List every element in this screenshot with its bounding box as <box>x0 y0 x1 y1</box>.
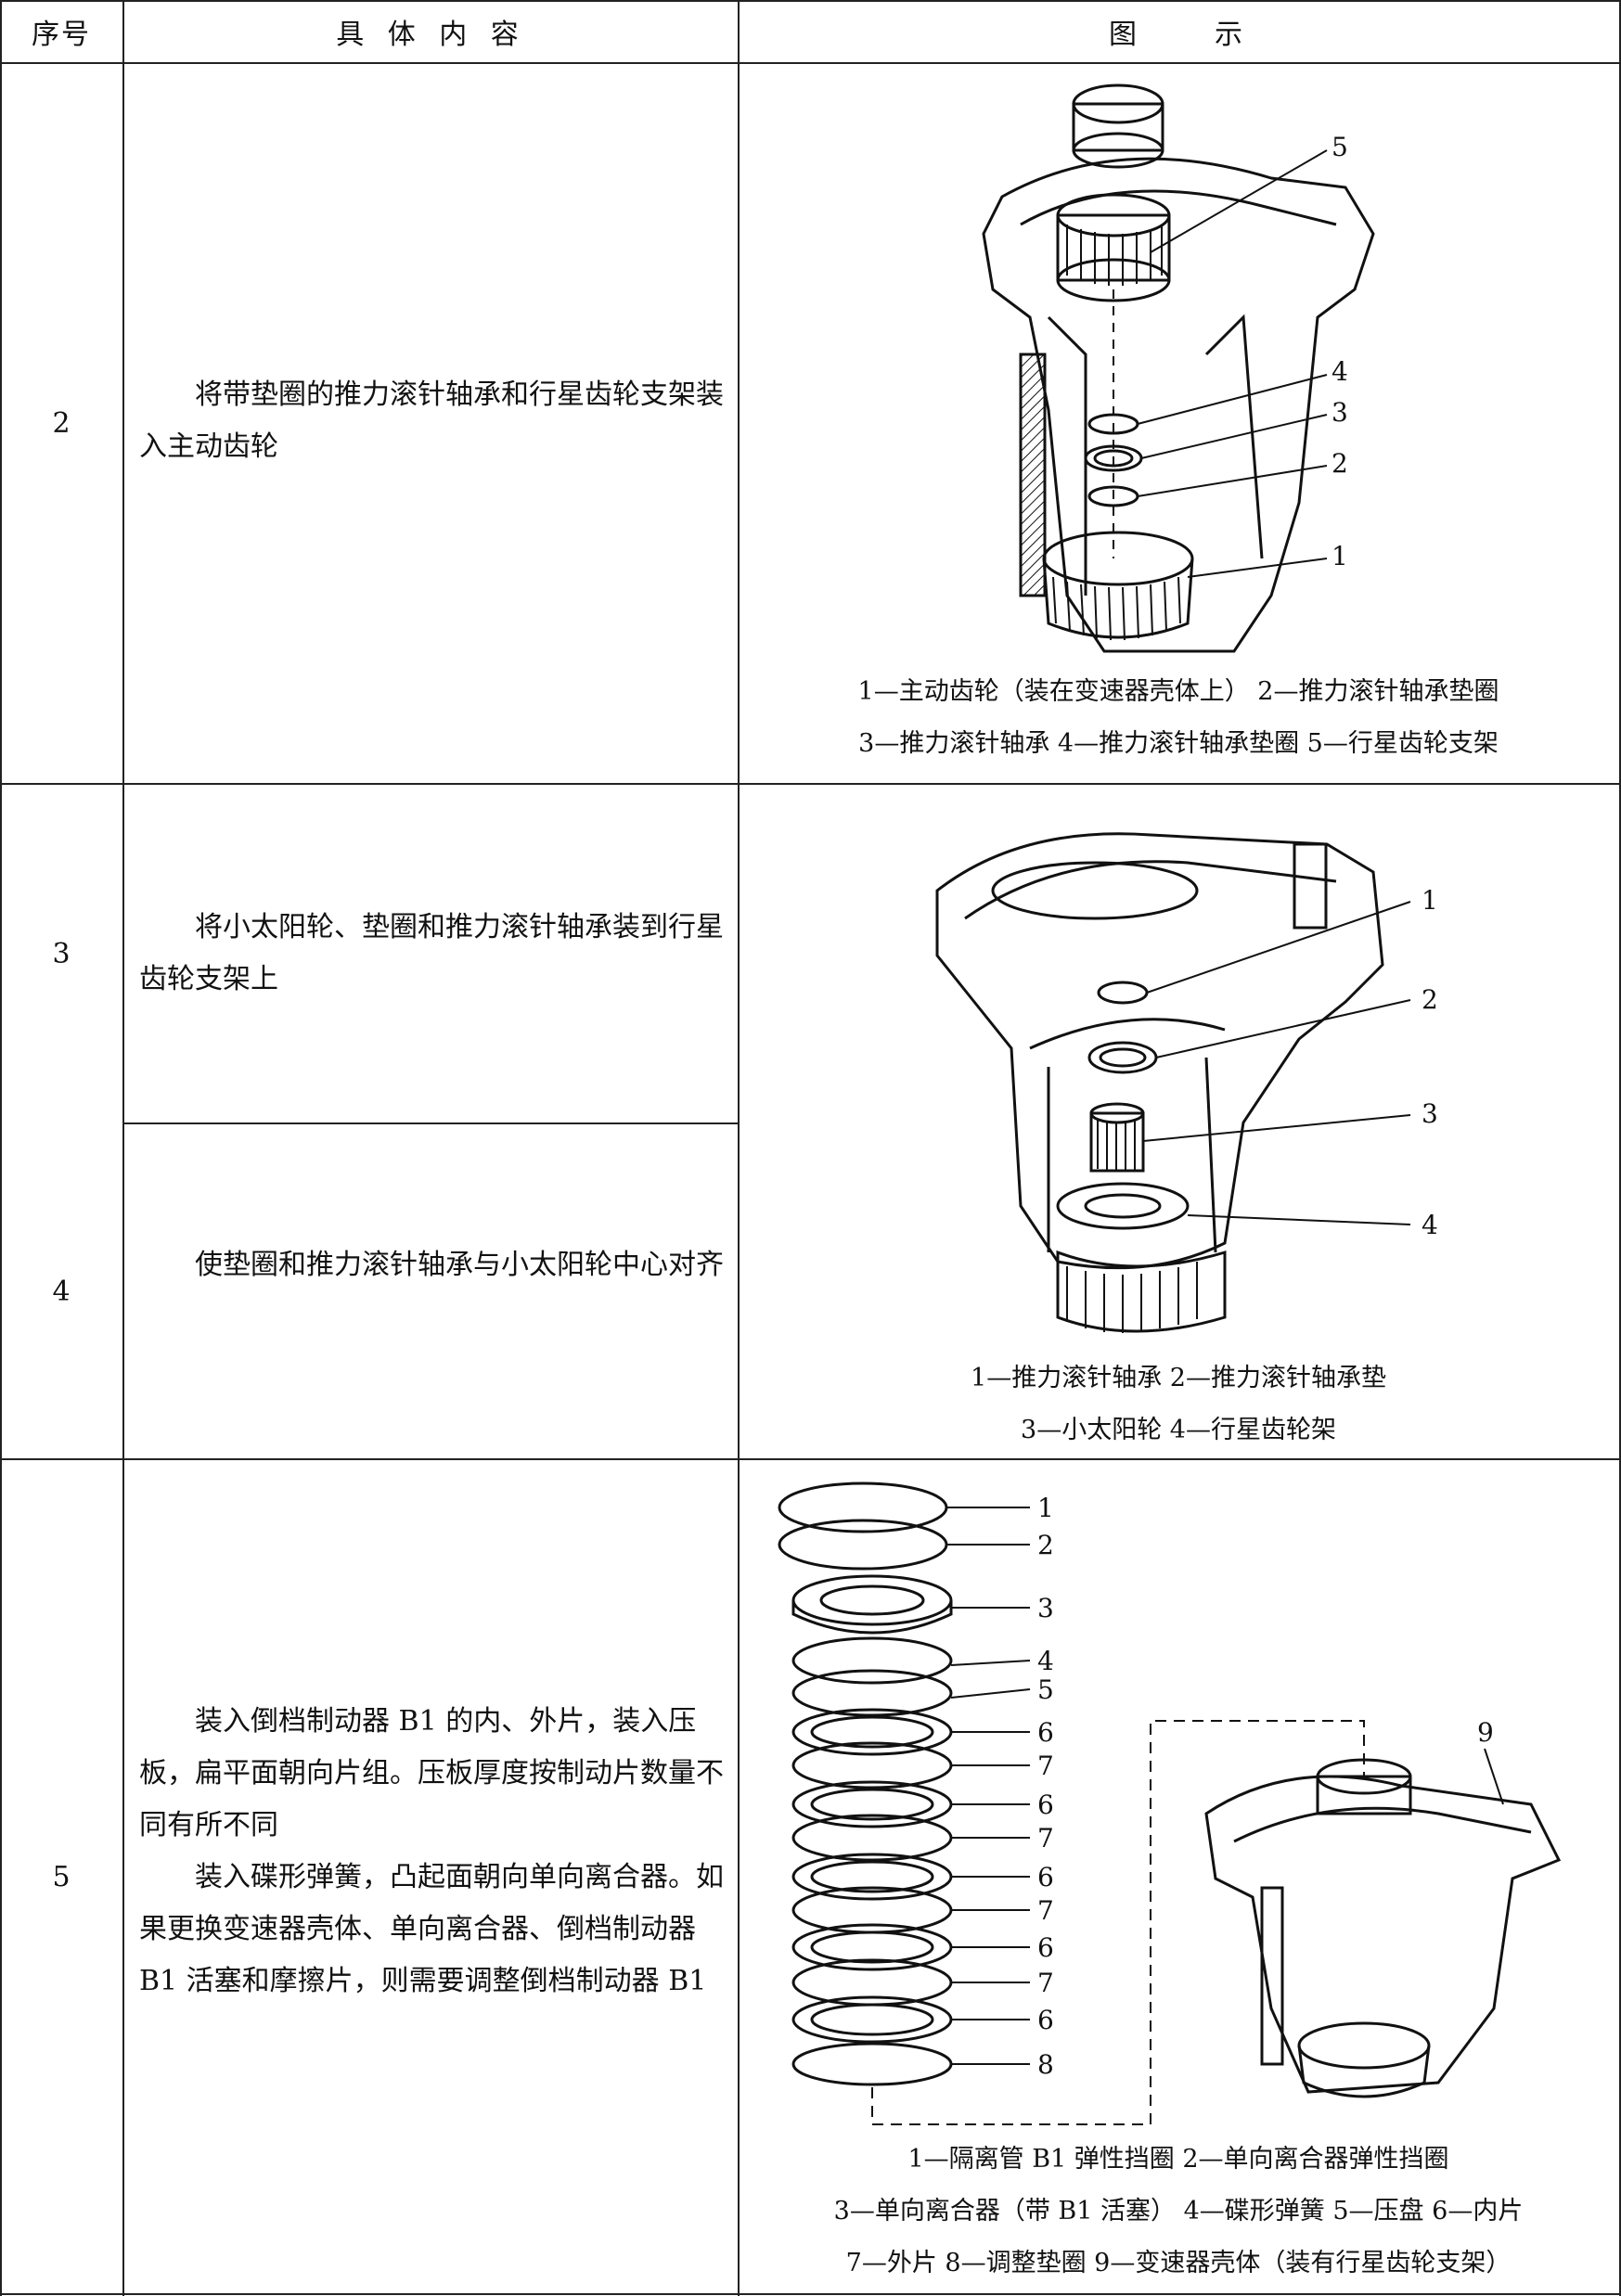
callout-label: 6 <box>1037 1789 1054 1820</box>
row-number: 5 <box>52 1860 71 1893</box>
figure-caption: 1—主动齿轮（装在变速器壳体上） 2—推力滚针轴承垫圈 3—推力滚针轴承 4—推… <box>742 666 1615 770</box>
callout-label: 4 <box>1037 1646 1054 1676</box>
callout-label: 6 <box>1037 1862 1054 1892</box>
callout-label: 3 <box>1332 397 1348 428</box>
callout-label: 6 <box>1037 1932 1054 1963</box>
gearbox-assembly-figure: 5 4 3 2 1 <box>982 83 1375 653</box>
callout-label: 4 <box>1332 356 1348 387</box>
row-number: 3 <box>52 937 71 970</box>
callout-label: 2 <box>1037 1530 1054 1560</box>
callout-label: 7 <box>1037 1968 1054 1998</box>
callout-label: 5 <box>1037 1674 1054 1705</box>
brake-stack-figure: 1 2 3 4 5 6 7 6 7 6 7 6 7 6 8 9 <box>778 1481 1562 2125</box>
callout-label: 3 <box>1037 1593 1054 1623</box>
callout-label: 1 <box>1332 541 1348 571</box>
figure-caption: 1—隔离管 B1 弹性挡圈 2—单向离合器弹性挡圈 3—单向离合器（带 B1 活… <box>742 2134 1615 2290</box>
callout-label: 2 <box>1422 984 1438 1015</box>
callout-label: 7 <box>1037 1751 1054 1781</box>
caption-line: 1—推力滚针轴承 2—推力滚针轴承垫 <box>971 1364 1386 1392</box>
callout-label: 7 <box>1037 1895 1054 1926</box>
row-content: 使垫圈和推力滚针轴承与小太阳轮中心对齐 <box>139 1249 724 1281</box>
planet-carrier-figure: 1 2 3 4 <box>935 832 1438 1333</box>
callout-label: 8 <box>1037 2049 1054 2080</box>
header-divider <box>0 62 1621 64</box>
column-divider <box>122 0 124 2296</box>
callout-label: 4 <box>1422 1210 1438 1240</box>
callout-label: 9 <box>1477 1717 1494 1748</box>
table-border-right <box>1619 0 1621 2296</box>
callout-label: 5 <box>1332 132 1348 162</box>
callout-label: 6 <box>1037 1717 1054 1748</box>
callout-label: 3 <box>1422 1098 1438 1129</box>
header-figure: 图 示 <box>1109 19 1250 51</box>
row-content: 将带垫圈的推力滚针轴承和行星齿轮支架装入主动齿轮 <box>139 378 724 463</box>
row-divider <box>0 1458 1621 1460</box>
row-divider <box>122 1122 739 1124</box>
table-border-top <box>0 0 1621 2</box>
figure-caption: 1—推力滚针轴承 2—推力滚针轴承垫 3—小太阳轮 4—行星齿轮架 <box>742 1353 1615 1456</box>
row-content: 将小太阳轮、垫圈和推力滚针轴承装到行星齿轮支架上 <box>139 911 724 995</box>
caption-line: 1—隔离管 B1 弹性挡圈 2—单向离合器弹性挡圈 <box>907 2145 1449 2174</box>
callout-label: 1 <box>1037 1493 1054 1523</box>
callout-label: 7 <box>1037 1823 1054 1853</box>
table-border-left <box>0 0 2 2296</box>
callout-label: 6 <box>1037 2005 1054 2035</box>
caption-line: 3—小太阳轮 4—行星齿轮架 <box>1021 1416 1336 1444</box>
callout-label: 2 <box>1332 448 1348 479</box>
table-border-bottom <box>0 2293 1621 2295</box>
caption-line: 7—外片 8—调整垫圈 9—变速器壳体（装有行星齿轮支架） <box>845 2249 1512 2277</box>
row-number: 2 <box>52 407 71 440</box>
header-content: 具 体 内 容 <box>336 19 526 51</box>
caption-line: 3—推力滚针轴承 4—推力滚针轴承垫圈 5—行星齿轮支架 <box>858 729 1499 758</box>
row-divider <box>0 783 1621 785</box>
row-content: 装入倒档制动器 B1 的内、外片，装入压板，扁平面朝向片组。压板厚度按制动片数量… <box>139 1705 724 1997</box>
callout-label: 1 <box>1422 885 1438 916</box>
caption-line: 1—主动齿轮（装在变速器壳体上） 2—推力滚针轴承垫圈 <box>857 677 1499 706</box>
row-number: 4 <box>52 1275 71 1308</box>
column-divider <box>738 0 740 2296</box>
caption-line: 3—单向离合器（带 B1 活塞） 4—碟形弹簧 5—压盘 6—内片 <box>833 2197 1524 2225</box>
header-index: 序号 <box>32 19 91 51</box>
